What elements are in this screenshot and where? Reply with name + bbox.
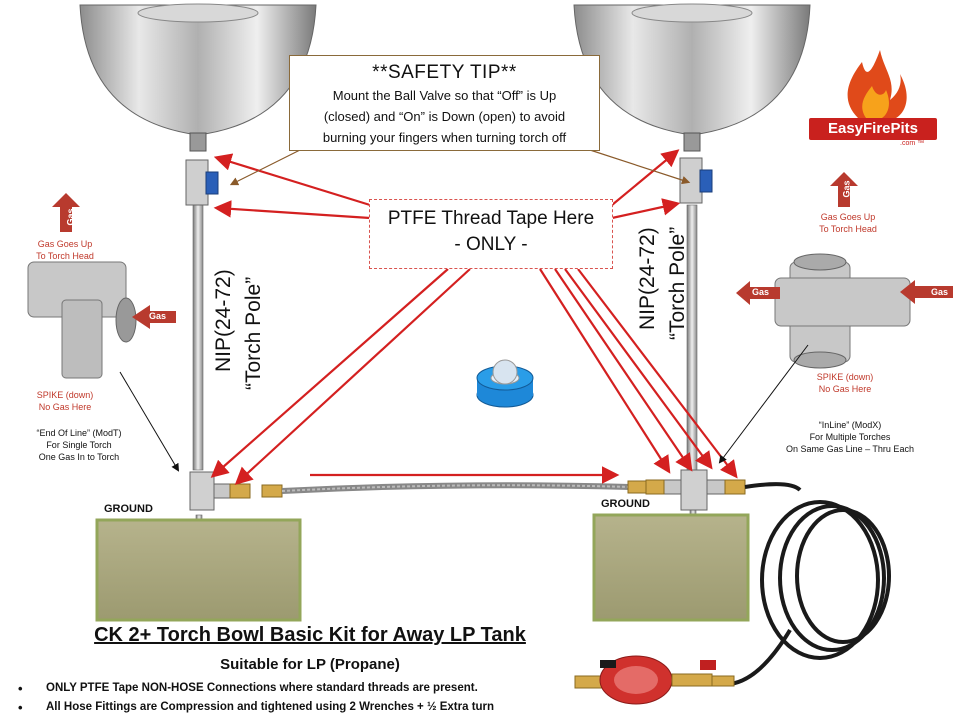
left-torch-bowl	[79, 3, 317, 152]
ptfe-pointer-arrows	[210, 149, 738, 485]
kit-title: CK 2+ Torch Bowl Basic Kit for Away LP T…	[94, 624, 526, 646]
left-bottom-fitting	[189, 471, 251, 511]
right-to-torch-head-text: To Torch Head	[819, 224, 877, 234]
notes-list: ONLY PTFE Tape NON-HOSE Connections wher…	[18, 681, 494, 720]
ptfe-tape-callout: PTFE Thread Tape Here - ONLY -	[369, 199, 613, 269]
right-spike-caption: SPIKE (down) No Gas Here	[802, 371, 888, 395]
right-modx-caption: “InLine” (ModX) For Multiple Torches On …	[770, 419, 930, 455]
right-ground-block	[592, 513, 750, 622]
left-tee-fitting-illustration	[27, 261, 137, 379]
right-gas-left-arrow	[736, 281, 780, 305]
right-cross-fitting-illustration	[774, 253, 911, 369]
easyfirepits-flame-icon	[847, 50, 907, 118]
right-modx-line-2: For Multiple Torches	[809, 432, 891, 442]
right-gas-right-arrow	[900, 280, 953, 304]
left-modt-caption: “End Of Line” (ModT) For Single Torch On…	[14, 427, 144, 463]
left-modt-name: “End Of Line” (ModT)	[36, 428, 122, 438]
note-item: ONLY PTFE Tape NON-HOSE Connections wher…	[18, 681, 494, 701]
right-modx-name: “InLine” (ModX)	[818, 420, 882, 430]
safety-pointer-arrows	[229, 149, 691, 186]
right-gas-right-arrow-label: Gas	[931, 287, 949, 297]
safety-tip-line-3: burning your fingers when turning torch …	[322, 130, 567, 145]
right-spike-down-text: SPIKE (down)	[816, 372, 874, 382]
black-rubber-hose	[729, 482, 891, 686]
easyfirepits-logo: EasyFirePits	[809, 118, 937, 140]
left-gas-goes-up-text: Gas Goes Up	[37, 239, 93, 249]
right-pole-label-1: NIP(24-72)	[636, 227, 659, 330]
left-modt-line-3: One Gas In to Torch	[38, 452, 120, 462]
right-torch-bowl	[573, 3, 811, 152]
safety-tip-box: **SAFETY TIP** Mount the Ball Valve so t…	[289, 55, 600, 151]
kit-subtitle: Suitable for LP (Propane)	[220, 656, 400, 673]
left-ground-block	[95, 518, 302, 622]
right-pole-label-2: “Torch Pole”	[666, 226, 689, 340]
safety-tip-title: **SAFETY TIP**	[372, 62, 517, 83]
right-gas-up-arrow-label: Gas	[841, 180, 852, 198]
right-modx-line-3: On Same Gas Line – Thru Each	[786, 444, 914, 454]
safety-tip-line-2: (closed) and “On” is Down (open) to avoi…	[323, 109, 566, 124]
right-gas-goes-up-caption: Gas Goes Up To Torch Head	[800, 211, 896, 235]
right-ball-valve	[679, 157, 713, 204]
lp-regulator	[574, 655, 735, 705]
right-gas-left-arrow-label: Gas	[752, 287, 770, 297]
left-spike-caption: SPIKE (down) No Gas Here	[20, 389, 110, 413]
note-item: All Hose Fittings are Compression and ti…	[18, 700, 494, 720]
easyfirepits-logo-com: .com ™	[900, 140, 925, 147]
braided-hose-connector	[261, 480, 647, 498]
left-pole-label-2: “Torch Pole”	[242, 276, 265, 390]
left-gas-goes-up-caption: Gas Goes Up To Torch Head	[20, 238, 110, 262]
left-gas-in-arrow-label: Gas	[149, 311, 167, 321]
fitting-caption-arrows	[119, 344, 809, 472]
left-to-torch-head-text: To Torch Head	[36, 251, 94, 261]
right-no-gas-here-text: No Gas Here	[818, 384, 872, 394]
safety-tip-line-1: Mount the Ball Valve so that “Off” is Up	[332, 88, 557, 103]
right-bottom-fitting	[645, 469, 746, 511]
left-ground-label: GROUND	[104, 503, 153, 515]
left-gas-up-arrow	[52, 193, 80, 232]
left-modt-line-2: For Single Torch	[46, 440, 112, 450]
right-gas-goes-up-text: Gas Goes Up	[820, 212, 876, 222]
left-spike-down-text: SPIKE (down)	[36, 390, 94, 400]
left-pole-label-1: NIP(24-72)	[212, 269, 235, 372]
right-ground-label: GROUND	[601, 498, 650, 510]
left-ball-valve	[185, 159, 219, 206]
left-gas-up-arrow-label: Gas	[65, 208, 76, 226]
right-gas-up-arrow	[830, 172, 858, 207]
ptfe-callout-line-1: PTFE Thread Tape Here	[387, 208, 595, 229]
ptfe-callout-line-2: - ONLY -	[454, 234, 528, 255]
ptfe-tape-roll	[476, 359, 534, 408]
left-no-gas-here-text: No Gas Here	[38, 402, 92, 412]
left-gas-in-arrow	[132, 305, 176, 329]
